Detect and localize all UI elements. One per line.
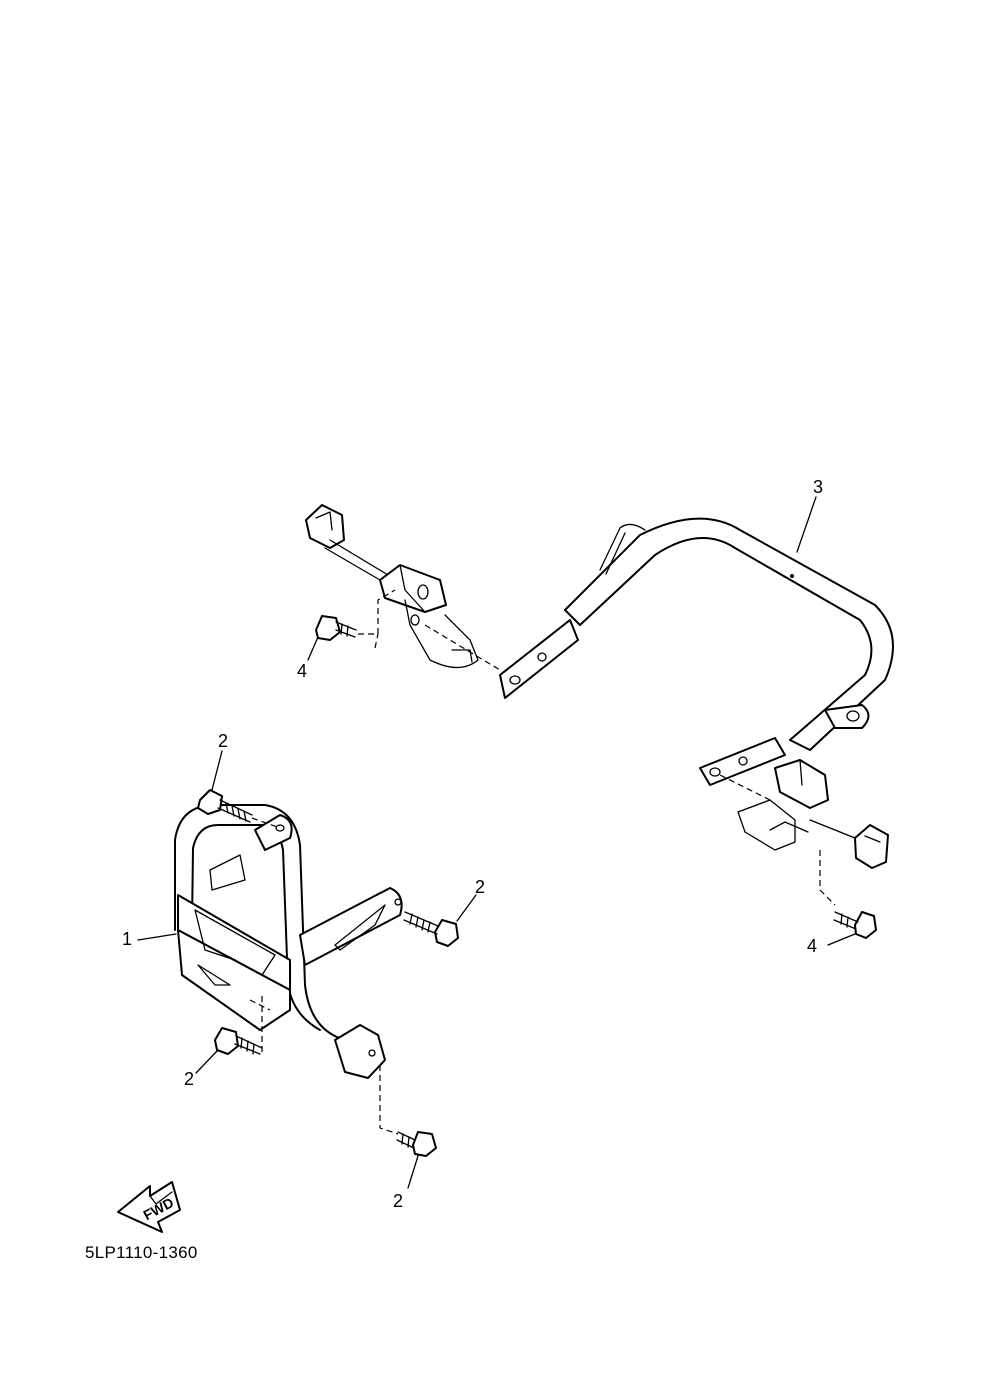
callout-3: 3 [813,477,824,497]
callout-2-lower-left: 2 [184,1069,195,1089]
bolt-2-lower-left [195,1027,263,1074]
fwd-arrow-icon: FWD [117,1181,181,1233]
front-guard [137,804,403,1079]
bolt-2-bottom [379,1065,437,1189]
rear-grab-bar [499,496,894,786]
bolt-4-lower [827,911,877,946]
bolt-2-top [197,750,281,829]
callout-2-bottom: 2 [393,1191,404,1211]
diagram-part-number: 5LP1110-1360 [85,1243,198,1262]
lower-right-bracket [719,759,889,906]
callout-2-right: 2 [475,877,486,897]
bolt-4-upper [307,589,396,661]
callout-4-lower: 4 [807,936,818,956]
callout-2-top: 2 [218,731,229,751]
callout-1: 1 [122,929,133,949]
callout-4-upper: 4 [297,661,308,681]
bolt-2-right [403,894,477,947]
upper-left-bracket [305,504,501,671]
